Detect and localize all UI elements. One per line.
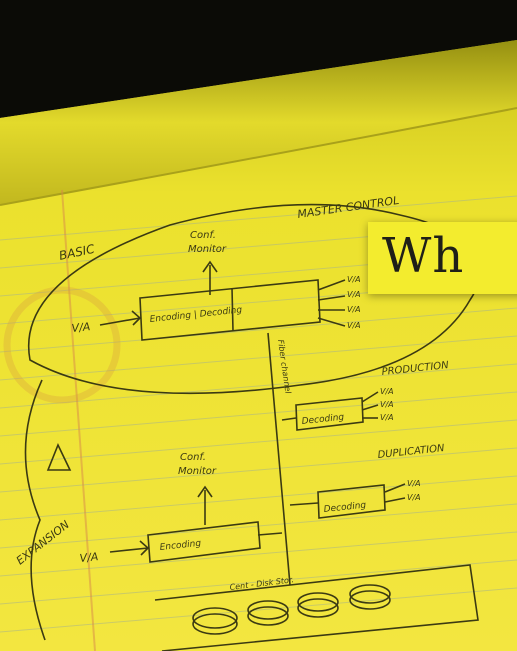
coffee-ring-stain — [3, 286, 121, 404]
label-output-duplication-1: V/A — [407, 479, 421, 488]
label-conf-monitor-top-2: Monitor — [188, 244, 227, 255]
label-output-master-3: V/A — [347, 305, 361, 314]
label-output-production-3: V/A — [380, 413, 394, 422]
label-output-duplication-2: V/A — [407, 493, 421, 502]
paper-curl — [0, 40, 517, 205]
label-output-master-1: V/A — [347, 275, 361, 284]
label-output-production-1: V/A — [380, 387, 394, 396]
label-va-input-top: V/A — [71, 320, 91, 335]
label-decoding-duplication: Decoding — [323, 501, 367, 515]
label-conf-monitor-bottom-2: Monitor — [178, 466, 217, 477]
label-encoding: Encoding — [159, 539, 202, 553]
label-output-master-4: V/A — [347, 321, 361, 330]
margin-line — [61, 189, 96, 651]
label-decoding-production: Decoding — [301, 413, 345, 427]
label-output-master-2: V/A — [347, 290, 361, 299]
paper-curl-edge — [0, 107, 517, 206]
notepad-paper — [0, 40, 517, 651]
label-conf-monitor-top-1: Conf. — [190, 230, 216, 241]
headline-card: Wh — [368, 222, 517, 294]
headline-text: Wh — [382, 228, 465, 284]
label-output-production-2: V/A — [380, 400, 394, 409]
label-conf-monitor-bottom-1: Conf. — [180, 452, 206, 463]
label-va-input-bottom: V/A — [79, 550, 99, 565]
